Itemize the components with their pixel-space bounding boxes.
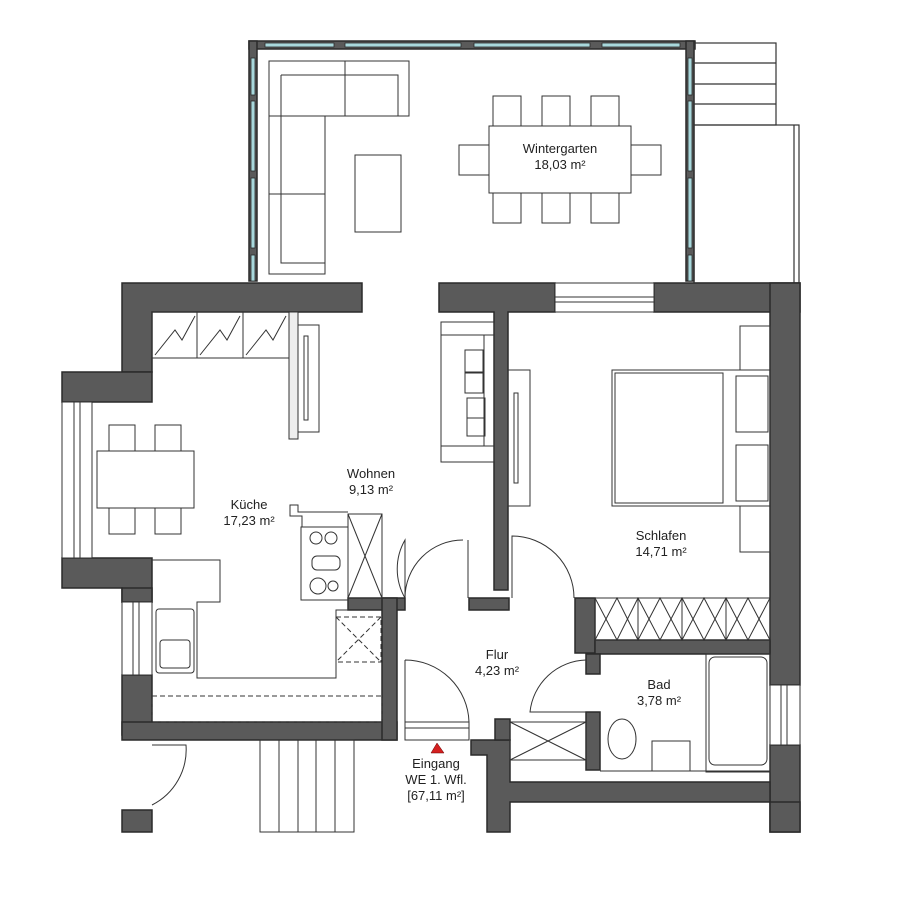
room-label-wintergarten: Wintergarten 18,03 m²: [522, 141, 598, 172]
room-label-wohnen: Wohnen 9,13 m²: [346, 466, 396, 497]
room-label-bad: Bad 3,78 m²: [636, 677, 682, 708]
room-label-flur: Flur 4,23 m²: [474, 647, 520, 678]
room-label-schlafen: Schlafen 14,71 m²: [635, 528, 687, 559]
room-label-kueche: Küche 17,23 m²: [223, 497, 275, 528]
entrance-marker-icon: [430, 742, 445, 754]
entrance-label: Eingang WE 1. Wfl. [67,11 m²]: [405, 756, 467, 803]
